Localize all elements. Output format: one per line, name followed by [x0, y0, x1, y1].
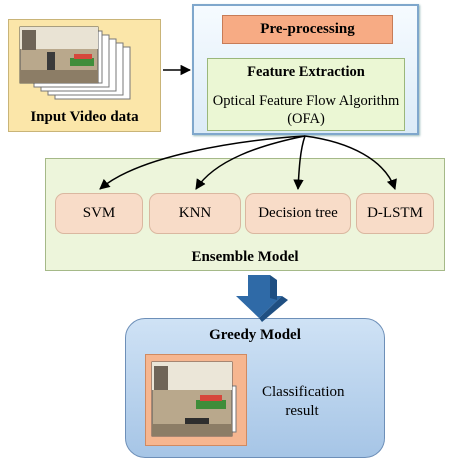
feature-extraction-title: Feature Extraction	[247, 63, 365, 80]
result-line-1: Classification	[262, 384, 345, 400]
ensemble-label: Ensemble Model	[191, 248, 299, 265]
arrow-to-decision-tree	[293, 135, 306, 191]
video-frame-stack	[19, 26, 131, 100]
algorithm-line-1: Optical Feature Flow Algorithm	[212, 93, 400, 109]
model-decision-tree: Decision tree	[245, 193, 351, 234]
result-frame-stack	[151, 361, 237, 437]
model-knn: KNN	[149, 193, 241, 234]
input-video-label: Input Video data	[30, 108, 139, 125]
model-d-lstm: D-LSTM	[356, 193, 434, 234]
arrow-to-knn	[195, 135, 306, 190]
big-down-arrow	[236, 275, 288, 322]
classification-result-label: Classification result	[262, 383, 345, 423]
result-line-2: result	[285, 403, 319, 419]
feature-algorithm-label: Optical Feature Flow Algorithm (OFA)	[207, 92, 405, 130]
greedy-model-title: Greedy Model	[209, 326, 301, 343]
algorithm-line-2: (OFA)	[287, 111, 325, 127]
arrow-to-d-lstm	[304, 135, 397, 190]
model-svm: SVM	[55, 193, 143, 234]
arrow-to-svm	[99, 135, 306, 190]
preprocessing-box: Pre-processing	[222, 15, 393, 44]
feature-extraction-box	[207, 58, 405, 131]
